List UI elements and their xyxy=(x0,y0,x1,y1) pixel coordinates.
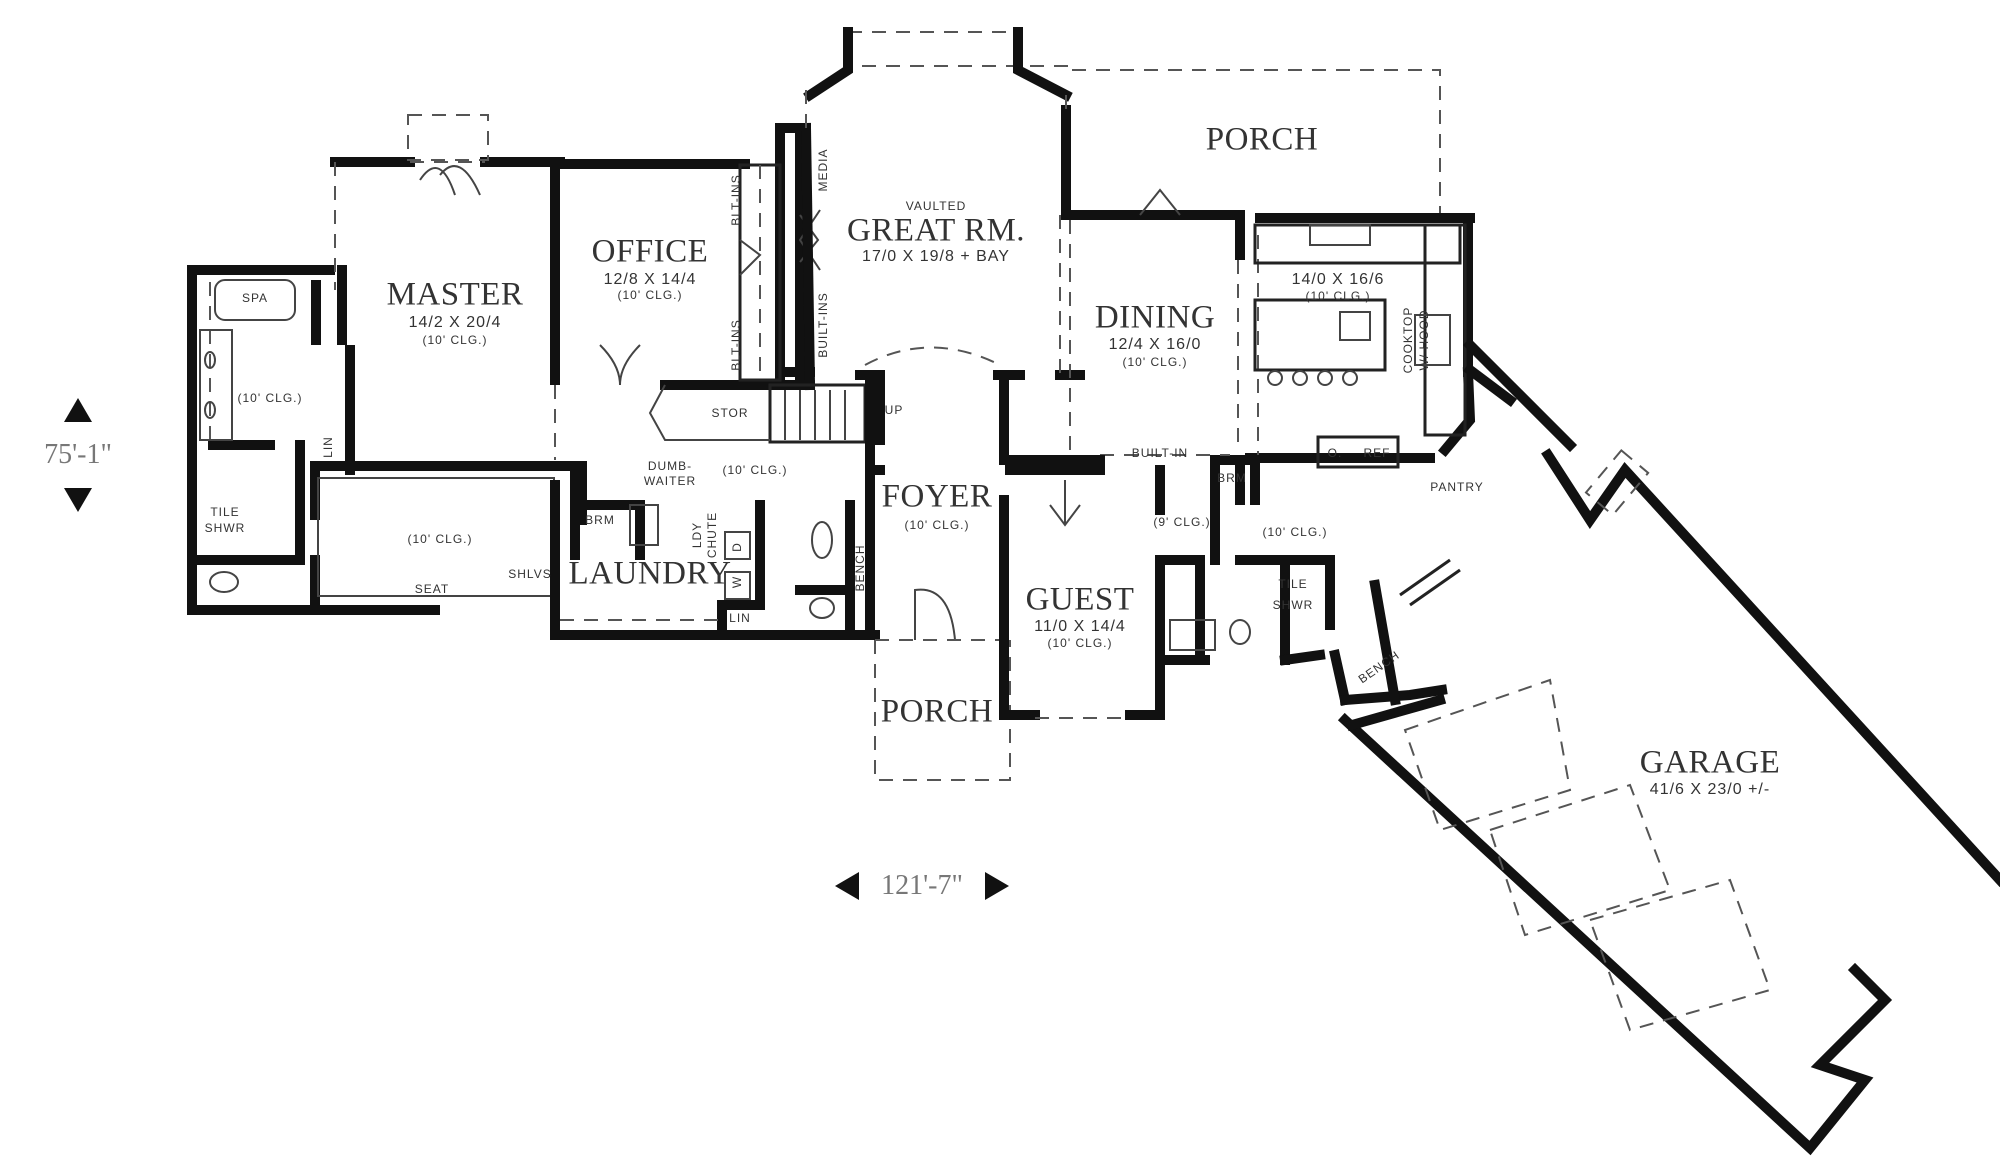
width-arrow-right-icon xyxy=(985,872,1009,900)
laundry-chute-label-top: LDY xyxy=(690,521,704,549)
built-ins-label-3: BUILT-INS xyxy=(816,292,830,358)
guest-shower-label-bottom: SHWR xyxy=(1272,598,1314,612)
broom-closet-2-label: BRM xyxy=(1217,471,1247,485)
laundry-fixtures xyxy=(560,504,835,621)
guest-name: GUEST xyxy=(1025,581,1135,618)
garage-walls xyxy=(1329,337,2000,1156)
broom-closet-1-label: BRM xyxy=(585,513,615,527)
oven-label: O. xyxy=(1327,446,1343,460)
depth-arrow-down-icon xyxy=(64,488,92,512)
built-ins-label-2: BLT-INS xyxy=(729,319,743,371)
overall-depth: 75'-1" xyxy=(44,439,112,470)
kitchen-fixtures xyxy=(1253,223,1467,469)
guest-size: 11/0 X 14/4 xyxy=(1034,618,1126,635)
hall-ceiling: (10' CLG.) xyxy=(722,463,788,477)
office-size: 12/8 X 14/4 xyxy=(603,271,697,288)
master-wing-walls xyxy=(187,157,587,615)
garage-name: GARAGE xyxy=(1639,744,1781,781)
closet-ceiling: (10' CLG.) xyxy=(407,532,473,546)
guest-ceiling: (10' CLG.) xyxy=(1047,636,1113,650)
master-shower-label-bottom: SHWR xyxy=(204,521,246,535)
kitchen-size: 14/0 X 16/6 xyxy=(1291,271,1385,288)
built-in-label: BUILT-IN xyxy=(1131,446,1189,460)
pantry-label: PANTRY xyxy=(1430,480,1484,494)
dining-kitchen-walls xyxy=(1061,210,1476,505)
master-size: 14/2 X 20/4 xyxy=(408,314,502,331)
linen-closet-label: LIN xyxy=(321,436,335,458)
dining-size: 12/4 X 16/0 xyxy=(1108,336,1202,353)
master-bath-fixtures xyxy=(199,165,555,597)
great-room-size: 17/0 X 19/8 + BAY xyxy=(862,248,1010,265)
foyer-bench-label: BENCH xyxy=(853,544,867,592)
hood-label: W/ HOOD xyxy=(1417,309,1431,371)
dining-ceiling: (10' CLG.) xyxy=(1122,355,1188,369)
great-room-name: GREAT RM. xyxy=(846,212,1026,249)
built-ins-label-1: BLT-INS xyxy=(729,174,743,226)
foyer-ceiling: (10' CLG.) xyxy=(904,518,970,532)
office-ceiling: (10' CLG.) xyxy=(617,288,683,302)
spa-label: SPA xyxy=(241,291,269,305)
linen-closet-2-label: LIN xyxy=(729,611,751,625)
width-arrow-left-icon xyxy=(835,872,859,900)
stairs xyxy=(648,383,867,444)
guest-shower-label-top: TILE xyxy=(1278,577,1308,591)
dryer-label: D xyxy=(730,542,744,552)
storage-label: STOR xyxy=(711,406,749,420)
laundry-chute-label-bottom: CHUTE xyxy=(705,511,719,559)
office-name: OFFICE xyxy=(591,233,709,270)
master-name: MASTER xyxy=(386,276,524,313)
rear-porch-label: PORCH xyxy=(1205,121,1319,158)
front-porch-label: PORCH xyxy=(880,693,994,730)
dumbwaiter-label-bottom: WAITER xyxy=(643,474,697,488)
rear-porch-outline xyxy=(847,31,1441,225)
foyer-walls xyxy=(865,370,1105,641)
master-shower-label-top: TILE xyxy=(210,505,240,519)
overall-width: 121'-7" xyxy=(881,870,963,901)
depth-arrow-up-icon xyxy=(64,398,92,422)
master-wing-dashed xyxy=(209,114,556,460)
garage-details xyxy=(1399,448,1772,1032)
dining-kitchen-dashed xyxy=(1069,188,1259,456)
foyer-name: FOYER xyxy=(881,478,993,515)
mudroom-ceiling: (10' CLG.) xyxy=(1262,525,1328,539)
master-ceiling: (10' CLG.) xyxy=(422,333,488,347)
mudroom-walls xyxy=(1210,363,1517,666)
laundry-walls xyxy=(550,380,880,640)
cooktop-label: COOKTOP xyxy=(1401,306,1415,374)
closet-seat-label: SEAT xyxy=(414,582,450,596)
dining-name: DINING xyxy=(1094,299,1216,336)
stairs-up-label: UP xyxy=(884,403,904,417)
kitchen-ceiling: (10' CLG.) xyxy=(1305,289,1371,303)
great-room-dashed xyxy=(805,90,1067,380)
guest-fixtures xyxy=(1035,480,1251,719)
laundry-name: LAUNDRY xyxy=(568,555,732,592)
dumbwaiter-label-top: DUMB- xyxy=(647,459,693,473)
guest-bath-ceiling: (9' CLG.) xyxy=(1153,515,1211,529)
garage-size: 41/6 X 23/0 +/- xyxy=(1649,781,1771,798)
shelves-label: SHLVS xyxy=(508,567,552,581)
refrigerator-label: REF xyxy=(1363,446,1391,460)
media-label: MEDIA xyxy=(816,148,830,192)
guest-walls xyxy=(999,465,1290,720)
bath-ceiling: (10' CLG.) xyxy=(237,391,303,405)
washer-label: W xyxy=(730,575,744,589)
great-room-prefix: VAULTED xyxy=(905,199,967,213)
